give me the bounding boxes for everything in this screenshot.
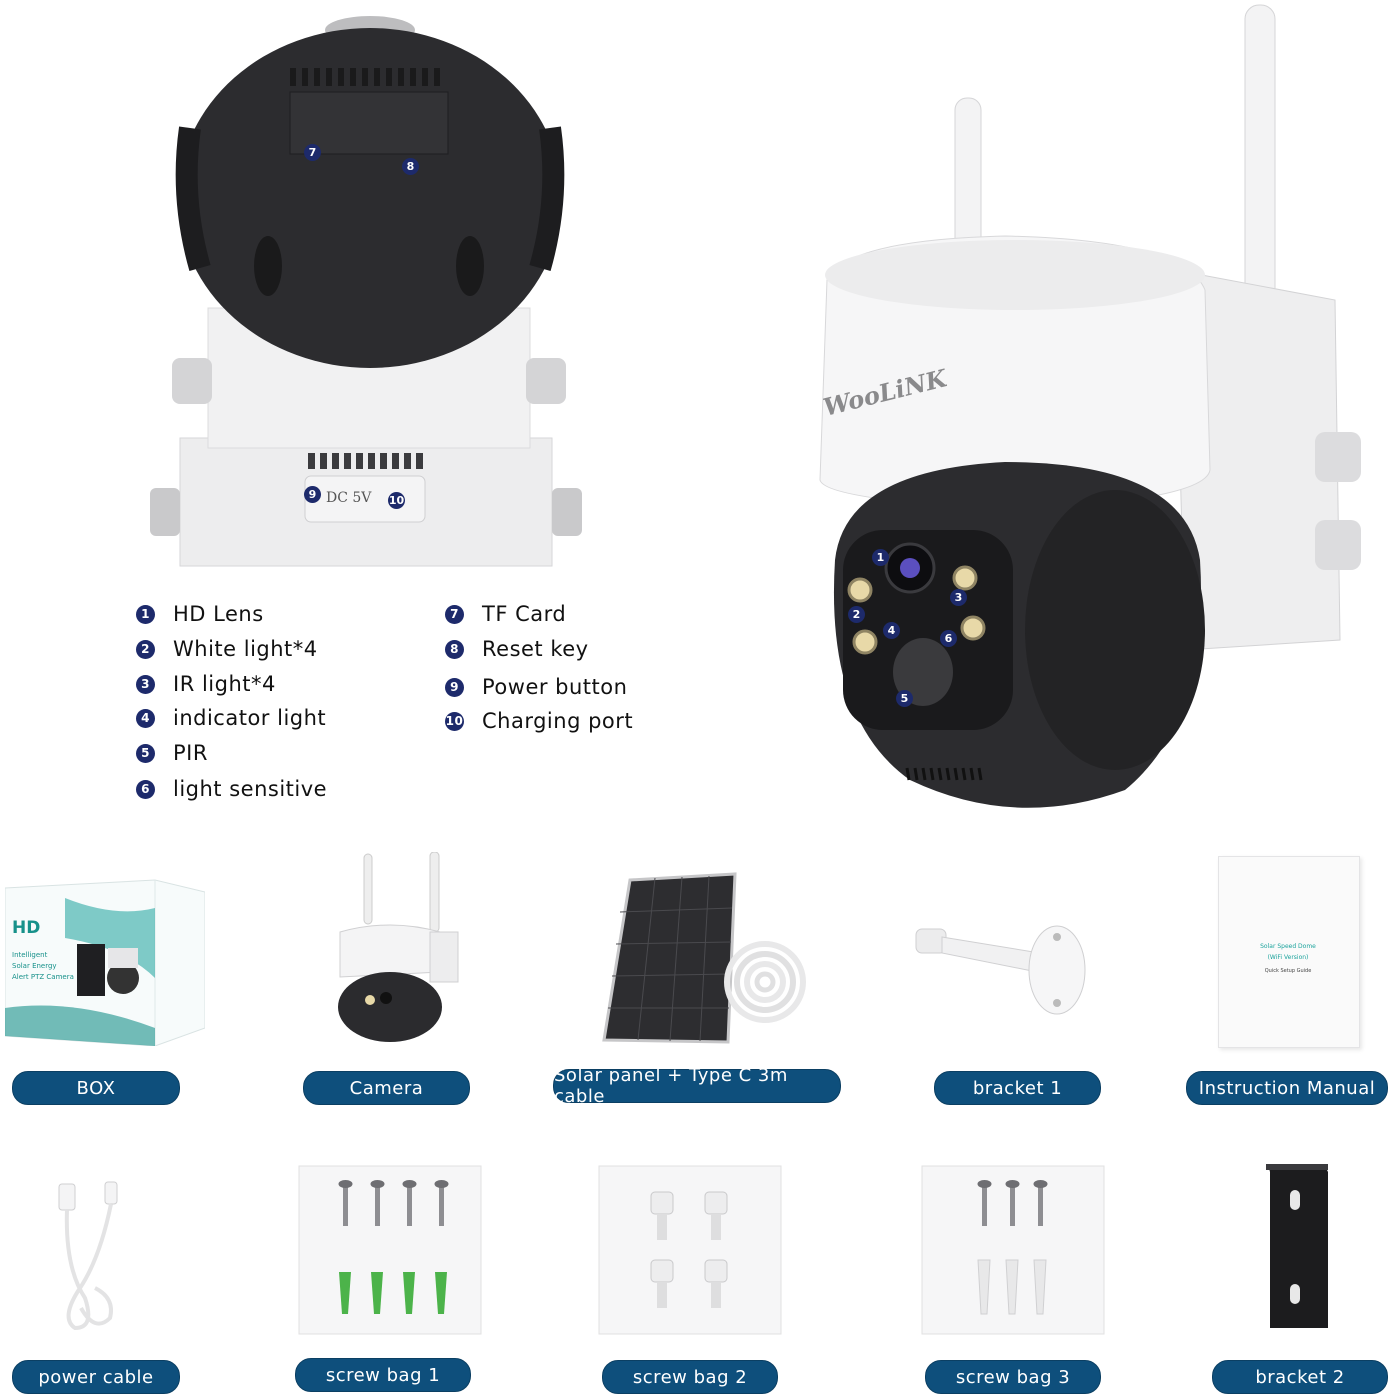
feature-num: 8 <box>445 639 464 659</box>
callout-5: 5 <box>896 690 913 707</box>
box-line3: Alert PTZ Camera <box>12 973 74 981</box>
feature-10: 10 Charging port <box>445 709 633 733</box>
feature-9: 9 Power button <box>445 675 627 699</box>
bracket-1-image <box>912 915 1092 1015</box>
label-box: BOX <box>12 1071 180 1105</box>
callout-7: 7 <box>304 144 321 161</box>
callout-6: 6 <box>940 630 957 647</box>
feature-7: 7 TF Card <box>445 602 566 626</box>
feature-num: 1 <box>136 604 155 624</box>
screw-bag-1-image <box>297 1164 483 1336</box>
feature-label: Charging port <box>482 709 634 733</box>
feature-4: 4 indicator light <box>136 706 326 730</box>
feature-label: HD Lens <box>173 602 264 626</box>
label-bracket-1: bracket 1 <box>934 1071 1101 1105</box>
camera-front-view <box>815 0 1375 820</box>
manual-image <box>1218 856 1360 1048</box>
bracket-2-image <box>1262 1160 1334 1332</box>
manual-line2: (WiFi Version) <box>1267 954 1309 961</box>
screw-bag-2-image <box>597 1164 783 1336</box>
box-hd: HD <box>12 918 41 938</box>
feature-num: 5 <box>136 743 155 763</box>
feature-label: Power button <box>482 675 628 699</box>
feature-3: 3 IR light*4 <box>136 672 276 696</box>
label-screw-bag-3: screw bag 3 <box>925 1360 1101 1394</box>
label-manual: Instruction Manual <box>1186 1071 1388 1105</box>
feature-1: 1 HD Lens <box>136 602 264 626</box>
feature-label: IR light*4 <box>173 672 276 696</box>
label-camera: Camera <box>303 1071 470 1105</box>
label-bracket-2: bracket 2 <box>1212 1360 1388 1394</box>
box-image <box>5 878 205 1046</box>
callout-4: 4 <box>883 622 900 639</box>
feature-label: indicator light <box>173 706 327 730</box>
label-solar-panel: Solar panel + Type C 3m cable <box>553 1065 841 1107</box>
feature-2: 2 White light*4 <box>136 637 318 661</box>
power-cable-image <box>55 1178 135 1338</box>
feature-num: 4 <box>136 708 155 728</box>
solar-panel-image <box>600 872 810 1048</box>
callout-1: 1 <box>872 549 889 566</box>
feature-label: PIR <box>173 741 208 765</box>
callout-9: 9 <box>304 486 321 503</box>
box-line1: Intelligent <box>12 951 48 959</box>
feature-num: 10 <box>445 711 464 731</box>
camera-back-view <box>150 8 590 568</box>
screw-bag-3-image <box>920 1164 1106 1336</box>
manual-line1: Solar Speed Dome <box>1260 943 1316 950</box>
camera-image <box>330 852 460 1042</box>
feature-num: 2 <box>136 639 155 659</box>
feature-num: 7 <box>445 604 464 624</box>
callout-3: 3 <box>950 589 967 606</box>
label-screw-bag-2: screw bag 2 <box>602 1360 778 1394</box>
feature-num: 3 <box>136 674 155 694</box>
box-line2: Solar Energy <box>12 962 57 970</box>
feature-num: 6 <box>136 779 155 799</box>
label-power-cable: power cable <box>12 1360 180 1394</box>
feature-label: Reset key <box>482 637 589 661</box>
callout-8: 8 <box>402 158 419 175</box>
feature-label: White light*4 <box>173 637 318 661</box>
port-label: DC 5V <box>326 490 372 506</box>
feature-label: TF Card <box>482 602 567 626</box>
feature-label: light sensitive <box>173 777 328 801</box>
feature-6: 6 light sensitive <box>136 777 327 801</box>
label-screw-bag-1: screw bag 1 <box>295 1358 471 1392</box>
feature-num: 9 <box>445 677 464 697</box>
callout-2: 2 <box>848 606 865 623</box>
manual-line3: Quick Setup Guide <box>1264 968 1312 974</box>
feature-8: 8 Reset key <box>445 637 589 661</box>
callout-10: 10 <box>388 492 405 509</box>
feature-5: 5 PIR <box>136 741 208 765</box>
